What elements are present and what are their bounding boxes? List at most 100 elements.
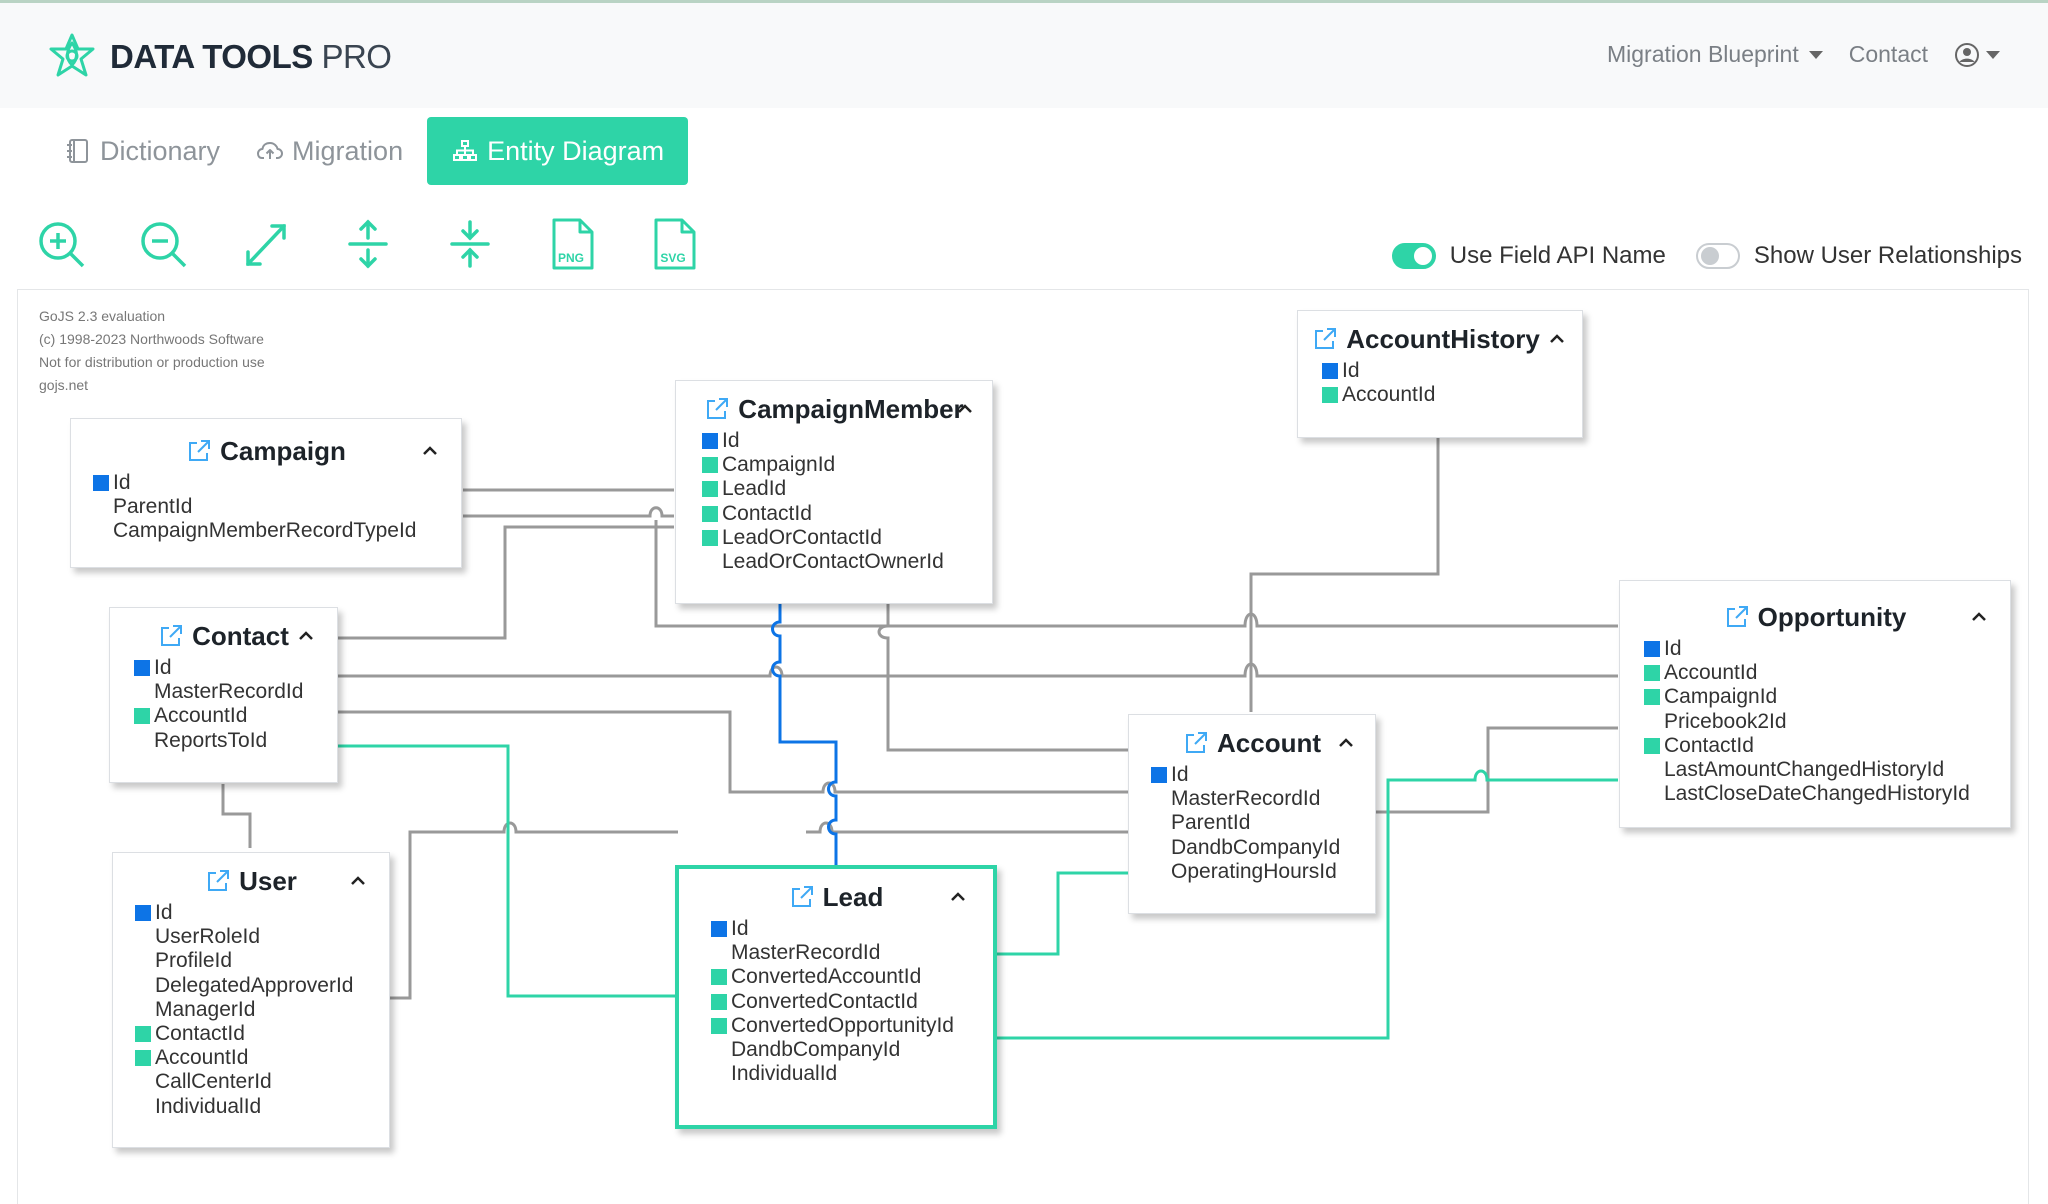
expand-all-button[interactable] — [342, 214, 444, 274]
cloud-upload-icon — [257, 142, 284, 159]
nav-right: Migration Blueprint Contact — [1607, 41, 2000, 68]
svg-export-icon: SVG — [654, 218, 696, 270]
migration-blueprint-label: Migration Blueprint — [1606, 41, 1799, 67]
tab-migration[interactable]: Migration — [238, 117, 421, 185]
entity-header: AccountHistory — [1298, 319, 1582, 359]
field-row: ConvertedAccountId — [711, 965, 993, 989]
entity-user[interactable]: User Id UserRoleId ProfileId DelegatedAp… — [112, 852, 390, 1148]
fit-to-screen-button[interactable] — [240, 214, 342, 274]
caret-down-icon — [1808, 50, 1823, 59]
entity-header: Contact — [110, 616, 337, 656]
zoom-in-icon — [39, 222, 85, 268]
field-row: CallCenterId — [155, 1070, 272, 1094]
chevron-up-icon[interactable] — [1546, 328, 1568, 350]
entity-lead-selected[interactable]: Lead Id MasterRecordId ConvertedAccountI… — [675, 865, 997, 1129]
migration-blueprint-dropdown[interactable]: Migration Blueprint — [1607, 41, 1823, 68]
external-link-icon[interactable] — [704, 396, 730, 422]
tab-entity-diagram-label: Entity Diagram — [487, 135, 665, 166]
chevron-up-icon[interactable] — [295, 625, 317, 647]
foreign-key-icon — [1644, 689, 1660, 706]
chevron-up-icon[interactable] — [347, 870, 369, 892]
chevron-up-icon[interactable] — [1335, 732, 1357, 754]
zoom-in-button[interactable] — [36, 214, 138, 274]
field-row: ConvertedOpportunityId — [711, 1014, 993, 1038]
field-row: DelegatedApproverId — [155, 973, 354, 997]
entity-fields: Id AccountId CampaignId Pricebook2Id Con… — [1620, 637, 2010, 806]
export-png-button[interactable]: PNG — [546, 214, 648, 274]
foreign-key-icon — [702, 529, 718, 546]
zoom-out-icon — [141, 222, 187, 268]
toggle-switch-off[interactable] — [1695, 243, 1740, 269]
entity-account-history[interactable]: AccountHistory Id AccountId — [1297, 310, 1583, 438]
export-svg-button[interactable]: SVG — [648, 214, 750, 274]
view-tabs: Dictionary Migration Entity Diagram — [46, 117, 689, 185]
primary-key-icon — [134, 660, 150, 677]
link-lead-opportunity — [996, 769, 1618, 1040]
field-row: ConvertedContactId — [711, 990, 993, 1014]
field-row: IndividualId — [731, 1062, 838, 1086]
show-user-relationships-label: Show User Relationships — [1753, 242, 2022, 269]
entity-title: Contact — [192, 620, 289, 651]
field-row: IndividualId — [155, 1094, 262, 1118]
fit-expand-icon — [246, 224, 286, 266]
use-field-api-name-toggle[interactable]: Use Field API Name — [1391, 242, 1666, 270]
field-row: ReportsToId — [154, 728, 268, 752]
field-row: ContactId — [1644, 734, 2010, 758]
collapse-all-button[interactable] — [444, 214, 546, 274]
contact-link-label: Contact — [1848, 41, 1928, 67]
foreign-key-icon — [702, 457, 718, 474]
chevron-up-icon[interactable] — [954, 398, 976, 420]
entity-fields: Id CampaignId LeadId ContactId LeadOrCon… — [676, 429, 992, 574]
chevron-up-icon[interactable] — [947, 886, 969, 908]
field-row: DandbCompanyId — [731, 1038, 901, 1062]
field-row: CampaignMemberRecordTypeId — [113, 519, 417, 543]
contact-link[interactable]: Contact — [1849, 41, 1928, 68]
field-row: ProfileId — [155, 949, 233, 973]
external-link-icon[interactable] — [158, 623, 184, 649]
entity-title: Opportunity — [1757, 601, 1907, 632]
field-row: LastAmountChangedHistoryId — [1664, 758, 1945, 782]
entity-campaign-member[interactable]: CampaignMember Id CampaignId LeadId Cont… — [675, 380, 993, 604]
expand-vertical-icon — [348, 219, 388, 269]
show-user-relationships-toggle[interactable]: Show User Relationships — [1695, 242, 2022, 270]
field-row: OperatingHoursId — [1171, 859, 1337, 883]
entity-header: Campaign — [71, 431, 461, 471]
entity-header: User — [113, 861, 389, 901]
foreign-key-icon — [1644, 737, 1660, 754]
field-row: AccountId — [1322, 383, 1582, 407]
field-row: Id — [702, 429, 992, 453]
external-link-icon[interactable] — [186, 438, 212, 464]
link-lead-account-converted — [996, 871, 1128, 956]
entity-contact[interactable]: Contact Id MasterRecordId AccountId Repo… — [109, 607, 338, 783]
svg-label: SVG — [660, 251, 685, 265]
chevron-up-icon[interactable] — [419, 440, 441, 462]
field-row: DandbCompanyId — [1171, 835, 1341, 859]
tab-entity-diagram[interactable]: Entity Diagram — [427, 117, 689, 185]
tab-dictionary[interactable]: Dictionary — [46, 117, 238, 185]
zoom-out-button[interactable] — [138, 214, 240, 274]
chevron-up-icon[interactable] — [1968, 606, 1990, 628]
entity-campaign[interactable]: Campaign Id ParentId CampaignMemberRecor… — [70, 418, 462, 568]
external-link-icon[interactable] — [1724, 604, 1750, 630]
brand-logo[interactable]: DATA TOOLS PRO — [44, 29, 392, 85]
external-link-icon[interactable] — [205, 868, 231, 894]
entity-fields: Id MasterRecordId AccountId ReportsToId — [110, 656, 337, 753]
link-opportunity-account — [1376, 726, 1618, 814]
user-menu-dropdown[interactable] — [1954, 42, 2000, 68]
field-row: MasterRecordId — [731, 941, 881, 965]
field-row: UserRoleId — [155, 925, 261, 949]
entity-account[interactable]: Account Id MasterRecordId ParentId Dandb… — [1128, 714, 1376, 914]
entity-opportunity[interactable]: Opportunity Id AccountId CampaignId Pric… — [1619, 580, 2011, 828]
entity-header: Opportunity — [1620, 597, 2010, 637]
toggle-switch-on[interactable] — [1391, 243, 1436, 269]
field-row: Id — [135, 901, 389, 925]
diagram-toggles: Use Field API Name Show User Relationshi… — [1362, 242, 2022, 270]
external-link-icon[interactable] — [789, 884, 815, 910]
external-link-icon[interactable] — [1312, 326, 1338, 352]
watermark-line: GoJS 2.3 evaluation — [39, 308, 166, 324]
entity-title: Campaign — [220, 435, 346, 466]
entity-title: User — [239, 865, 297, 896]
external-link-icon[interactable] — [1183, 730, 1209, 756]
